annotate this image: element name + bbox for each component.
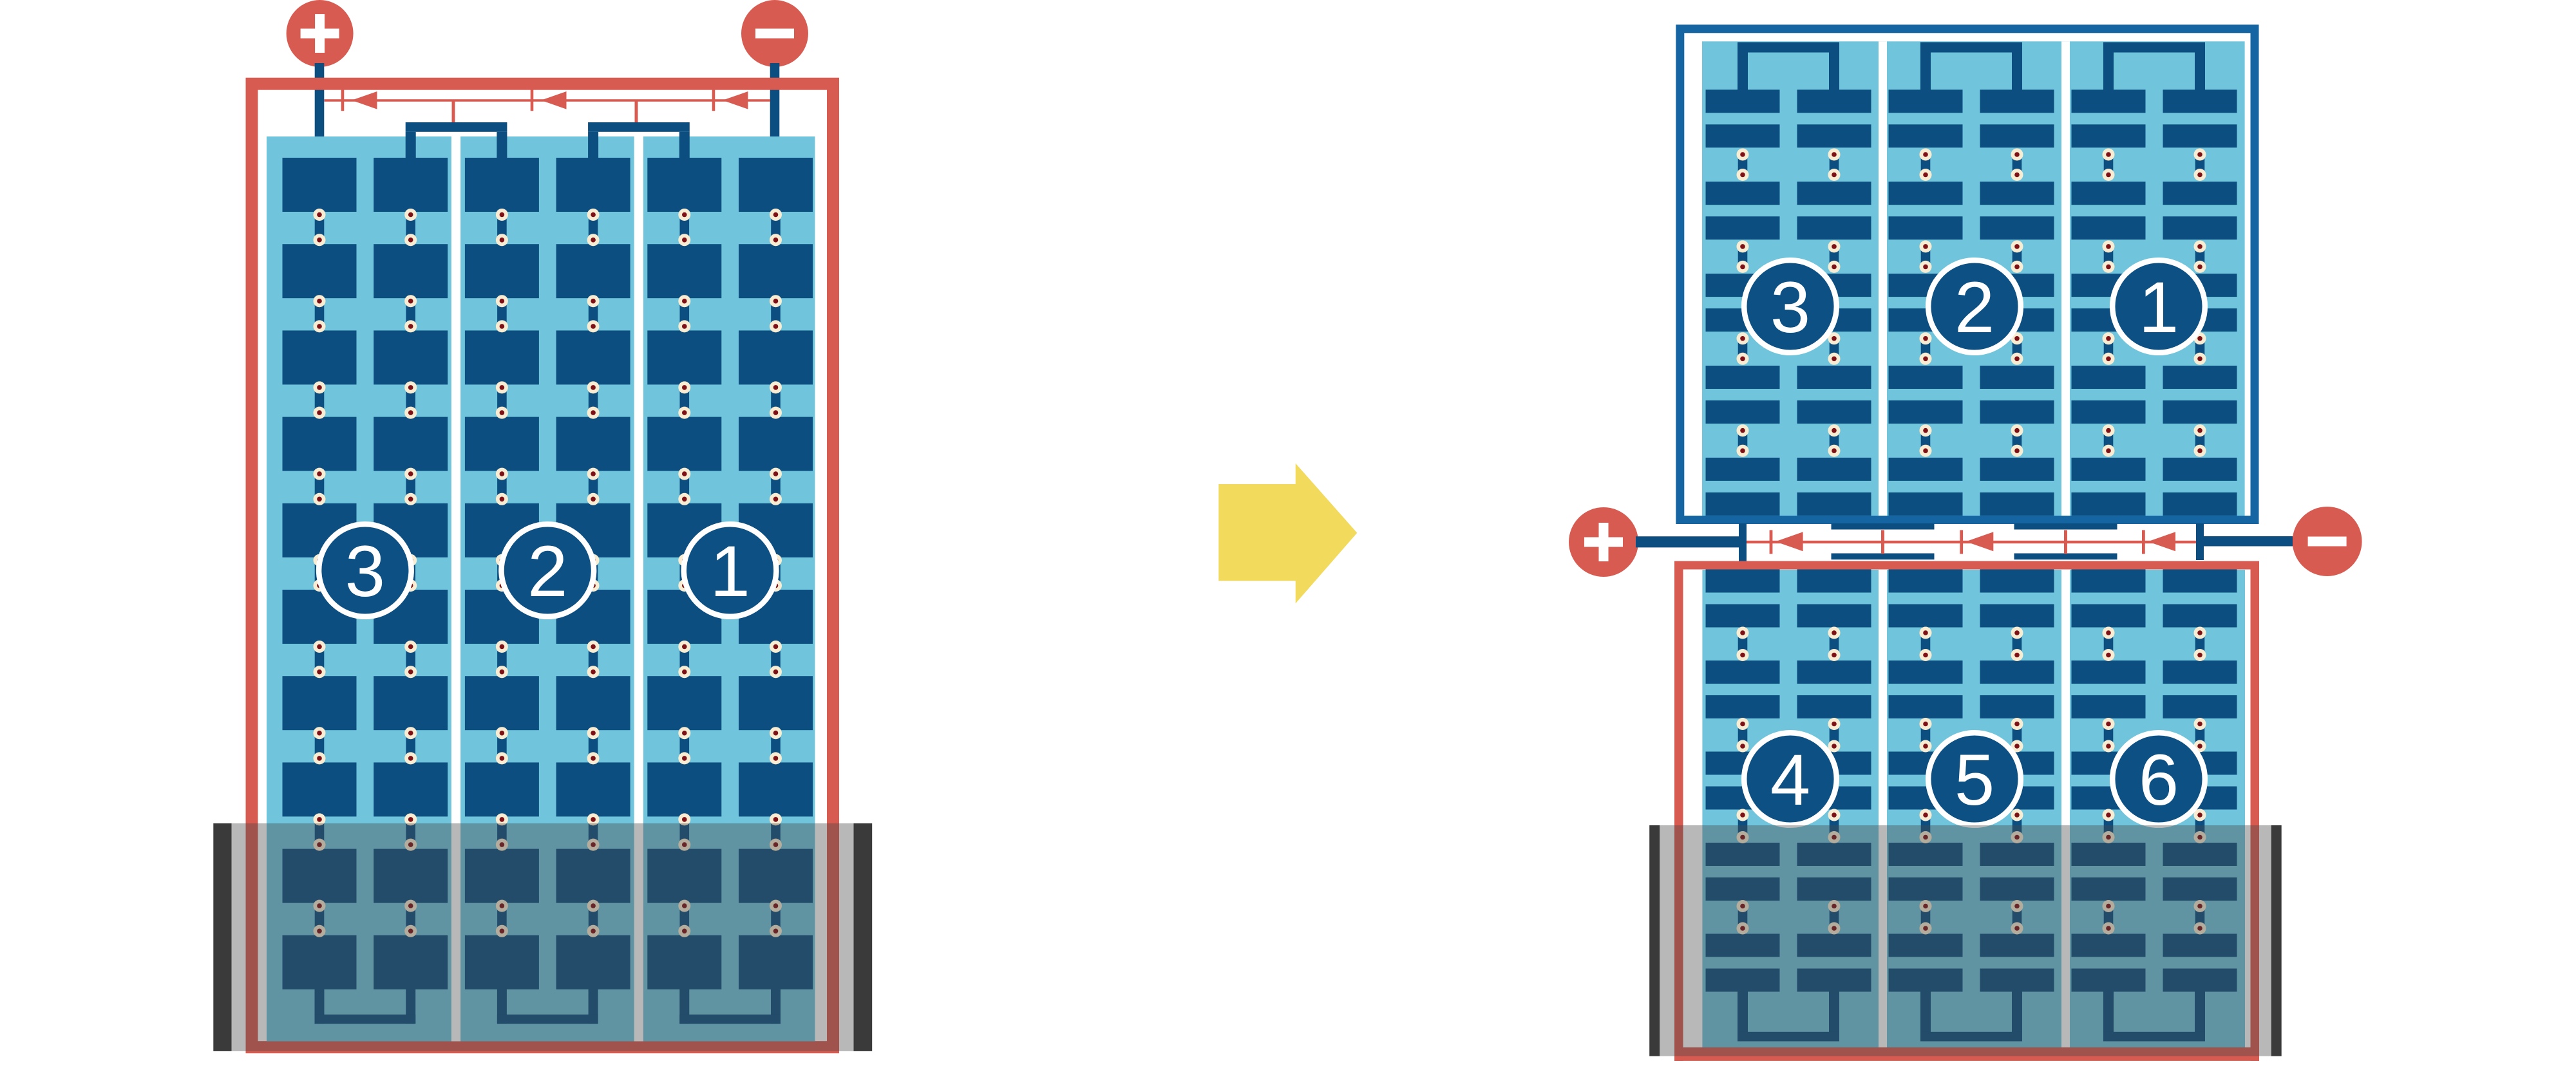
svg-text:5: 5 [1955, 740, 1994, 820]
svg-text:2: 2 [1955, 267, 1994, 348]
svg-text:2: 2 [527, 531, 567, 612]
svg-text:3: 3 [1770, 267, 1810, 348]
svg-text:6: 6 [2139, 740, 2179, 820]
svg-text:4: 4 [1770, 740, 1810, 820]
svg-text:1: 1 [2139, 267, 2179, 348]
svg-text:1: 1 [710, 531, 750, 612]
svg-text:3: 3 [345, 531, 385, 612]
